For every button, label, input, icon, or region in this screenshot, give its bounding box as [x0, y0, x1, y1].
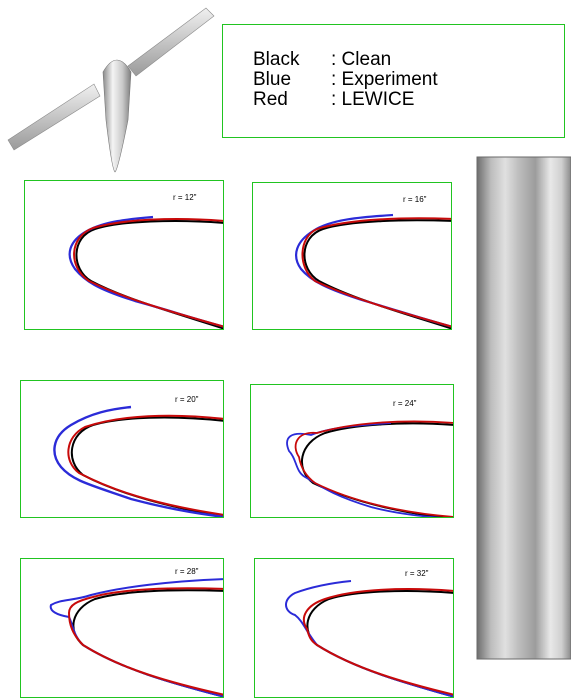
legend-row-clean: Black : Clean [253, 49, 391, 71]
panel-radius-label: r = 12" [173, 193, 197, 202]
ice-shape-panel-r32: r = 32" [254, 558, 454, 698]
ice-shape-panel-r24: r = 24" [250, 384, 454, 518]
lewice-ice-curve [67, 414, 223, 516]
lewice-ice-curve [73, 218, 223, 328]
ice-shape-panel-r16: r = 16" [252, 182, 452, 330]
panel-radius-label: r = 16" [403, 195, 427, 204]
legend-row-lewice: Red : LEWICE [253, 89, 414, 111]
clean-airfoil-curve [301, 422, 453, 517]
ice-shape-panel-r20: r = 20" [20, 380, 224, 518]
legend-row-experiment: Blue : Experiment [253, 69, 438, 91]
rotor-blade-upper [127, 7, 215, 77]
rotor-model-illustration [7, 7, 215, 173]
lewice-ice-curve [302, 588, 453, 696]
legend-key: Red [253, 89, 288, 110]
lewice-ice-curve [294, 420, 453, 517]
experiment-ice-curve [53, 405, 223, 517]
experiment-ice-curve [68, 215, 223, 328]
ice-shape-panel-r12: r = 12" [24, 180, 224, 330]
legend-key: Blue [253, 69, 292, 90]
legend-box: Black : Clean Blue : Experiment Red : LEWIC… [222, 24, 565, 138]
rotor-blade-lower [7, 83, 101, 151]
cylinder-body [476, 156, 571, 660]
panel-radius-label: r = 28" [175, 567, 199, 576]
panel-radius-label: r = 32" [405, 569, 429, 578]
ice-shape-panel-r28: r = 28" [20, 558, 224, 698]
clean-airfoil-curve [75, 220, 223, 329]
legend-value: : Experiment [331, 69, 438, 90]
clean-airfoil-curve [306, 590, 453, 697]
legend-key: Black [253, 49, 300, 70]
legend-value: : Clean [331, 49, 392, 70]
clean-airfoil-curve [72, 589, 223, 697]
clean-airfoil-curve [303, 219, 451, 329]
panel-radius-label: r = 24" [393, 399, 417, 408]
legend-value: : LEWICE [331, 89, 415, 110]
cylinder-illustration [476, 156, 571, 660]
panel-radius-label: r = 20" [175, 395, 199, 404]
lewice-ice-curve [301, 217, 451, 328]
experiment-ice-curve [295, 213, 451, 328]
lewice-ice-curve [67, 587, 223, 696]
rotor-hub-body [102, 59, 132, 173]
